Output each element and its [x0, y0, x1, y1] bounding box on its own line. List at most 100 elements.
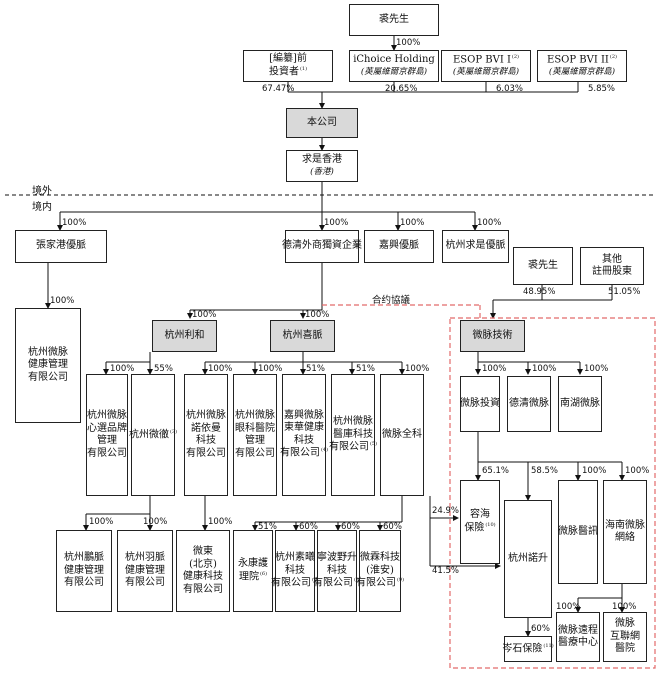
entity-line: 健康管理 — [28, 359, 68, 371]
ownership-percentage: 100% — [625, 466, 650, 476]
entity-line: 杭州諾升 — [508, 552, 548, 564]
ownership-percentage: 24.9% — [432, 506, 460, 516]
ownership-percentage: 100% — [50, 296, 75, 306]
ownership-percentage: 100% — [532, 364, 557, 374]
entity-line: 杭州求是優脈 — [445, 240, 506, 252]
entity-line: 永康護 — [238, 558, 268, 570]
entity-line: 杭州羽脈 — [125, 552, 165, 564]
entity-ichoice: iChoice Holding(英屬維爾京群島) — [349, 50, 439, 82]
entity-esop2: ESOP BVI II(2)(英屬維爾京群島) — [537, 50, 627, 82]
footnote-marker: (1) — [299, 65, 308, 72]
entity-line: 杭州微脉 — [235, 410, 275, 421]
ownership-percentage: 100% — [110, 364, 135, 374]
entity-line: 有限公司(4) — [279, 447, 329, 459]
ownership-percentage: 100% — [89, 517, 114, 527]
footnote-marker: (3) — [169, 428, 178, 435]
entity-xunyi: 微脉醫訊 — [558, 480, 598, 584]
entity-other-reg: 其他註冊股東 — [580, 247, 644, 285]
entity-line: (北京) — [189, 558, 217, 570]
entity-line: 寧波野升 — [317, 552, 357, 564]
ownership-percentage: 48.95% — [523, 287, 556, 297]
ownership-percentage: 100% — [482, 364, 507, 374]
entity-line: 張家港優脈 — [36, 240, 86, 252]
entity-eye-hosp: 杭州微脉眼科醫院管理有限公司 — [233, 374, 277, 496]
entity-line: 容海 — [470, 509, 490, 521]
entity-line: iChoice Holding — [353, 54, 435, 66]
entity-line: 杭州喜脈 — [282, 329, 323, 341]
entity-line: 杭州利和 — [164, 329, 205, 341]
entity-qiushi-hk: 求是香港(香港) — [286, 150, 358, 182]
ownership-percentage: 51% — [258, 522, 277, 532]
entity-line: 杭州微脉 — [186, 410, 226, 421]
ownership-percentage: 100% — [305, 310, 330, 320]
entity-hz-ximai: 杭州喜脈 — [270, 320, 335, 352]
entity-line: 岑石保險(11) — [502, 642, 554, 654]
entity-line: 求是香港 — [302, 154, 342, 166]
footnote-marker: (9) — [396, 577, 405, 584]
ownership-percentage: 100% — [584, 364, 609, 374]
entity-line: 投資者(1) — [268, 65, 308, 78]
entity-huaian: 微霖科技(淮安)有限公司(9) — [356, 530, 405, 612]
entity-line: 互聯網 — [610, 630, 640, 642]
entity-line: 其他 — [602, 253, 622, 265]
entity-qiu-right: 裘先生 — [513, 247, 573, 285]
entity-line: [編纂]前 — [269, 53, 307, 65]
entity-line: 健康管理 — [125, 564, 165, 576]
entity-line: 杭州鵬脈 — [64, 552, 104, 564]
entity-line: 杭州微脉 — [87, 410, 127, 421]
entity-line: 保險(10) — [464, 521, 496, 534]
entity-yiku: 杭州微脉醫庫科技有限公司(5) — [328, 374, 378, 496]
entity-line: 杭州微徹(3) — [128, 428, 178, 440]
footnote-marker: (10) — [485, 521, 496, 528]
entity-line: 心選品牌 — [87, 422, 127, 434]
ownership-percentage: 100% — [62, 218, 87, 228]
entity-deqing-wfoe: 德清外商獨資企業 — [282, 230, 362, 263]
ownership-percentage: 58.5% — [531, 466, 559, 476]
entity-line: 眼科醫院 — [235, 422, 275, 434]
entity-line: 杭州微脉 — [28, 346, 68, 358]
entity-quanke: 微脉全科 — [380, 374, 424, 496]
ownership-percentage: 41.5% — [432, 566, 460, 576]
ownership-percentage: 100% — [258, 364, 283, 374]
entity-line: 有限公司 — [186, 447, 226, 459]
footnote-marker: (8) — [353, 577, 362, 584]
entity-line: 有限公司 — [235, 447, 275, 459]
entity-line: 德清外商獨資企業 — [282, 240, 362, 252]
entity-line: (淮安) — [366, 564, 394, 576]
ownership-percentage: 20.65% — [385, 84, 418, 94]
entity-line: 管理 — [97, 435, 117, 446]
entity-line: 微脉遠程 — [558, 624, 598, 636]
entity-line: 科技 — [327, 564, 347, 576]
entity-line: 管理 — [245, 435, 265, 446]
contractual-arrangement-label: 合约協議 — [372, 295, 411, 306]
entity-line: 東華健康 — [284, 422, 324, 434]
entity-line: 嘉興微脉 — [284, 409, 324, 421]
entity-line: 微霖科技 — [360, 552, 400, 564]
entity-line: 海南微脉 — [605, 519, 645, 531]
entity-line: 微東 — [193, 546, 213, 557]
entity-line: 杭州微脉 — [333, 416, 373, 428]
entity-line: 有限公司(5) — [328, 441, 378, 453]
entity-company: 本公司 — [286, 108, 358, 138]
entity-line: 嘉興優脈 — [379, 240, 419, 252]
entity-nuoyiman: 杭州微脉諾依曼科技有限公司 — [184, 374, 228, 496]
entity-line: 微脉投資 — [460, 397, 500, 409]
entity-line: 裘先生 — [379, 13, 409, 25]
entity-esop1: ESOP BVI I(2)(英屬維爾京群島) — [441, 50, 531, 82]
entity-line: 德清微脉 — [509, 397, 549, 409]
entity-yumai: 杭州羽脈健康管理有限公司 — [117, 530, 173, 612]
entity-ningbo: 寧波野升科技有限公司(8) — [313, 530, 361, 612]
entity-line: 有限公司 — [125, 577, 165, 589]
entity-line: 微脉技術 — [472, 329, 513, 341]
entity-weimai-invest: 微脉投資 — [460, 376, 500, 432]
entity-weimai-tech: 微脉技術 — [460, 320, 525, 352]
ownership-percentage: 51% — [356, 364, 375, 374]
footnote-marker: (2) — [609, 54, 617, 61]
ownership-percentage: 55% — [154, 364, 173, 374]
entity-deqing-weimai: 德清微脉 — [507, 376, 551, 432]
entity-qiu-top: 裘先生 — [349, 4, 439, 36]
entity-line: 有限公司 — [28, 371, 68, 383]
ownership-percentage: 100% — [612, 602, 637, 612]
footnote-marker: (6) — [259, 570, 268, 577]
